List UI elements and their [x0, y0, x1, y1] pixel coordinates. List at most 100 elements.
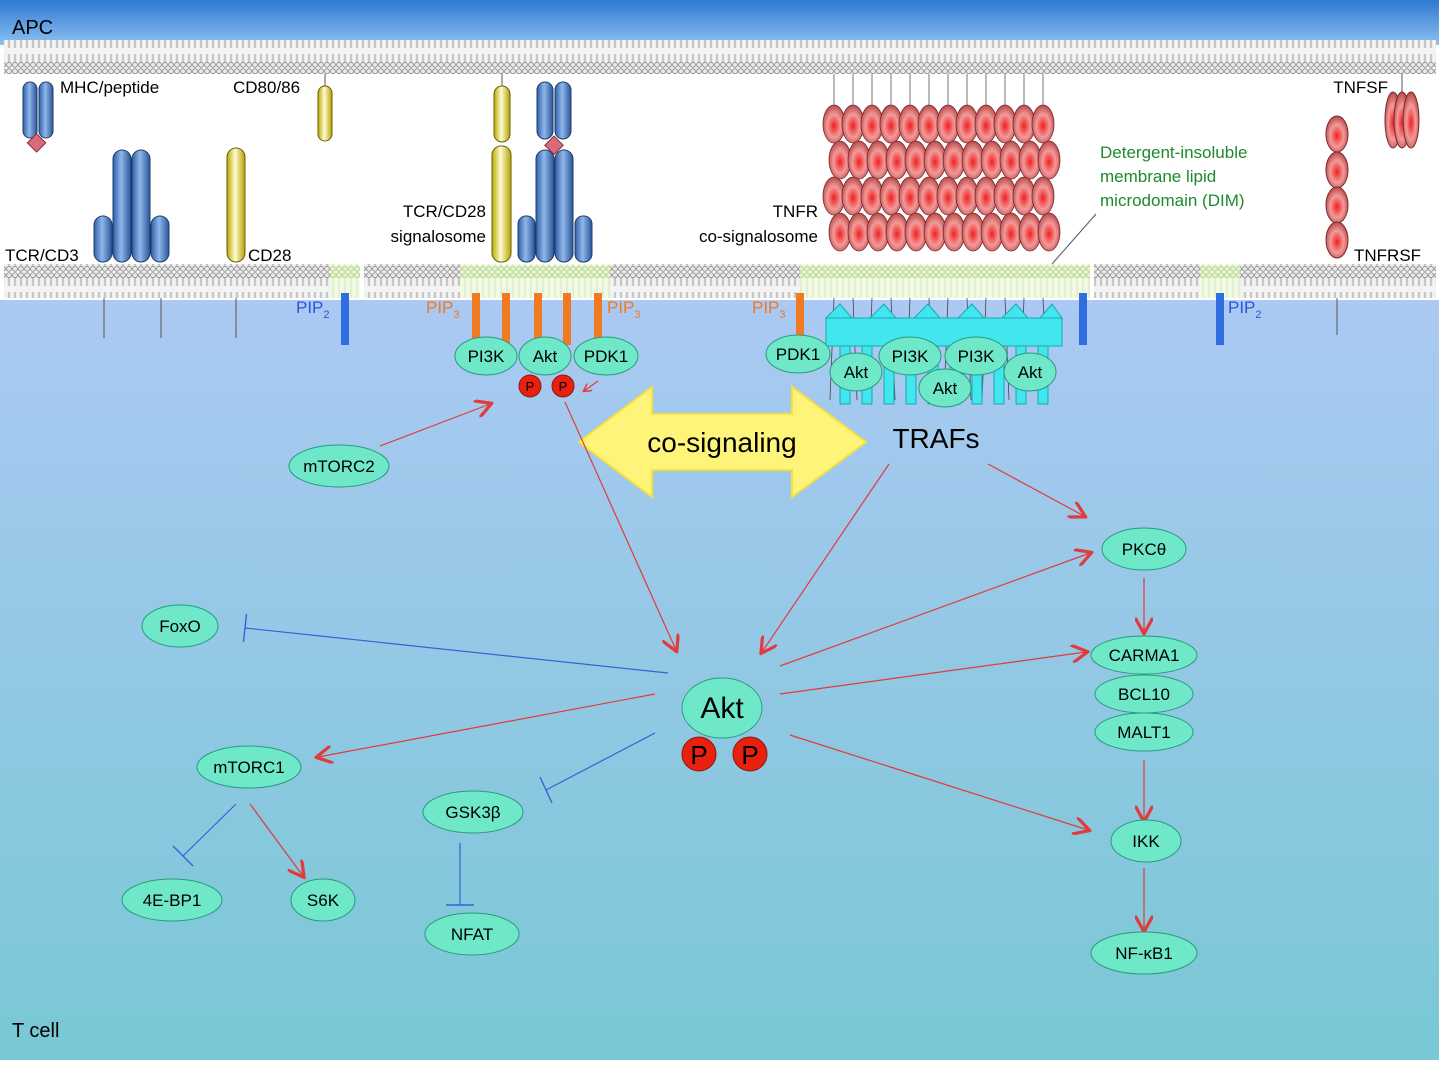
s6k-node: S6K: [290, 878, 356, 922]
svg-text:mTORC2: mTORC2: [303, 457, 374, 476]
pi3k-node-tnfr-1: PI3K: [878, 336, 942, 376]
svg-text:PDK1: PDK1: [584, 347, 628, 366]
malt1-node: MALT1: [1094, 712, 1194, 752]
edge-trafs-akt: [762, 463, 890, 652]
pdk1-node-tcr: PDK1: [573, 336, 639, 376]
dim-pointer-line: [1051, 213, 1097, 265]
tcr-cd28-signalosome-label-2: signalosome: [391, 227, 486, 246]
mtorc2-node: mTORC2: [288, 444, 390, 488]
svg-text:co-signaling: co-signaling: [647, 427, 796, 458]
akt-node-tnfr-2: Akt: [918, 368, 972, 408]
svg-text:Akt: Akt: [533, 347, 558, 366]
bcl10-node: BCL10: [1094, 674, 1194, 714]
cd80-86-molecule: [317, 85, 333, 142]
4ebp1-node: 4E-BP1: [121, 878, 223, 922]
foxo-node: FoxO: [141, 604, 219, 648]
edge-akt-ikk: [789, 734, 1088, 830]
dim-label-3: microdomain (DIM): [1100, 191, 1245, 210]
pi3k-node-tnfr-2: PI3K: [944, 336, 1008, 376]
edge-akt-carma1: [779, 652, 1086, 695]
svg-text:P: P: [690, 740, 707, 770]
svg-text:P: P: [559, 379, 568, 394]
apc-label: APC: [12, 17, 53, 39]
edge-akt-pkc: [779, 553, 1090, 667]
tcell-membrane: [4, 264, 1436, 298]
svg-text:S6K: S6K: [307, 891, 340, 910]
tcr-cd28-signalosome-label-1: TCR/CD28: [403, 202, 486, 221]
edge-akt-mtorc1: [318, 693, 656, 757]
svg-text:Akt: Akt: [700, 692, 744, 725]
pi3k-node-tcr: PI3K: [454, 336, 518, 376]
phospho-small-1: P: [518, 374, 542, 398]
cd80-86-label: CD80/86: [233, 78, 300, 97]
tnfrsf-label: TNFRSF: [1354, 246, 1421, 265]
edge-pdk1-akt: [584, 380, 599, 391]
svg-text:Akt: Akt: [933, 379, 958, 398]
mtorc1-node: mTORC1: [196, 745, 302, 789]
svg-text:NF-κB1: NF-κB1: [1115, 944, 1173, 963]
svg-text:CARMA1: CARMA1: [1109, 646, 1180, 665]
svg-text:PI3K: PI3K: [468, 347, 506, 366]
svg-text:Akt: Akt: [1018, 363, 1043, 382]
svg-text:PI3K: PI3K: [958, 347, 996, 366]
tnfsf-label: TNFSF: [1333, 78, 1388, 97]
cd28-label: CD28: [248, 246, 291, 265]
pip-lipid-bars: [341, 293, 1224, 345]
svg-text:4E-BP1: 4E-BP1: [143, 891, 202, 910]
edge-trafs-pkc: [987, 463, 1084, 516]
mhc-peptide-complex: [22, 81, 54, 153]
phospho-small-2: P: [551, 374, 575, 398]
edge-mtorc1-4ebp1-inhibit: [182, 803, 237, 857]
trafs-label: TRAFs: [892, 423, 979, 454]
svg-text:mTORC1: mTORC1: [213, 758, 284, 777]
nfat-node: NFAT: [424, 912, 520, 956]
pip2-label-right: PIP2: [1228, 298, 1262, 321]
pip3-label-left: PIP3: [426, 298, 460, 321]
edge-mtorc1-s6k: [249, 803, 303, 876]
tnfr-subunit: [1037, 140, 1061, 180]
edge-akt-gsk3b-inhibit: [545, 732, 656, 791]
svg-text:GSK3β: GSK3β: [445, 803, 500, 822]
tcell-label: T cell: [12, 1020, 59, 1042]
tcr-cd28-signalosome: [491, 74, 593, 263]
apc-band: [0, 0, 1439, 45]
svg-text:NFAT: NFAT: [451, 925, 493, 944]
pip3-label-right: PIP3: [752, 298, 786, 321]
apc-membrane: [4, 40, 1436, 74]
svg-text:PKCθ: PKCθ: [1122, 540, 1166, 559]
phospho-large-1: P: [681, 736, 717, 772]
cosignaling-double-arrow: co-signaling: [577, 384, 868, 500]
dim-label-1: Detergent-insoluble: [1100, 143, 1247, 162]
pip2-label-left: PIP2: [296, 298, 330, 321]
tnfr-label-1: TNFR: [773, 202, 818, 221]
akt-node-tnfr-1: Akt: [829, 352, 883, 392]
svg-text:FoxO: FoxO: [159, 617, 201, 636]
tnfr-subunit: [1037, 212, 1061, 252]
svg-text:IKK: IKK: [1132, 832, 1160, 851]
tnfr-trimer-cluster: [822, 74, 1061, 401]
tcr-cd3-label: TCR/CD3: [5, 246, 79, 265]
edge-mtorc2-akt: [379, 404, 490, 447]
tcr-cd3-complex: [93, 149, 170, 338]
akt-node-tnfr-3: Akt: [1003, 352, 1057, 392]
svg-text:BCL10: BCL10: [1118, 685, 1170, 704]
edge-signalosome-akt: [564, 401, 676, 650]
svg-text:P: P: [526, 379, 535, 394]
svg-text:Akt: Akt: [844, 363, 869, 382]
dim-label-2: membrane lipid: [1100, 167, 1216, 186]
carma1-node: CARMA1: [1090, 635, 1198, 675]
svg-text:P: P: [741, 740, 758, 770]
tnfrsf-receptor: [1325, 115, 1349, 335]
akt-central-node: Akt: [681, 677, 763, 739]
pdk1-node-tnfr: PDK1: [765, 334, 831, 374]
gsk3b-node: GSK3β: [422, 790, 524, 834]
mhc-peptide-label: MHC/peptide: [60, 78, 159, 97]
cd28-molecule: [226, 147, 246, 263]
akt-node-tcr: Akt: [518, 336, 572, 376]
phospho-large-2: P: [732, 736, 768, 772]
edge-akt-foxo-inhibit: [244, 627, 669, 674]
signaling-edges: [172, 380, 1144, 930]
pip3-label-mid: PIP3: [607, 298, 641, 321]
svg-text:PDK1: PDK1: [776, 345, 820, 364]
